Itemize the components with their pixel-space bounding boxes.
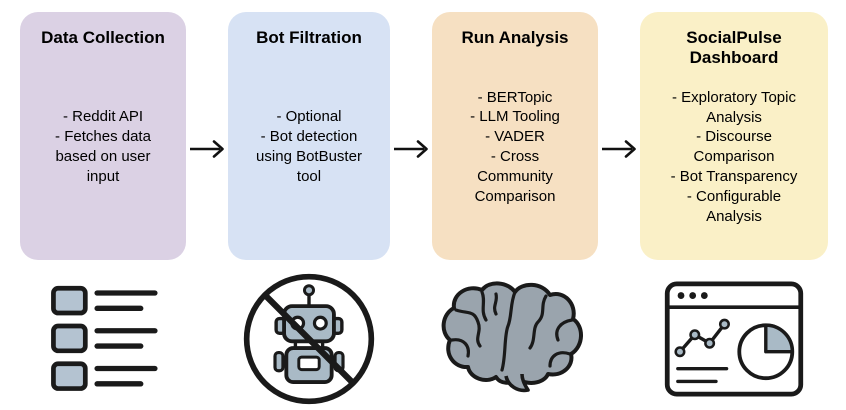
arrow-3	[598, 138, 640, 160]
arrow-right-icon	[601, 138, 637, 160]
data-collection-icon-area	[44, 264, 162, 410]
bot-filtration-title: Bot Filtration	[256, 28, 362, 47]
no-bots-icon	[241, 271, 377, 407]
dashboard-body: - Exploratory Topic Analysis - Discourse…	[670, 88, 798, 225]
data-collection-body: - Reddit API - Fetches data based on use…	[55, 108, 151, 185]
brain-icon	[440, 278, 590, 400]
stage-data-collection: Data Collection - Reddit API - Fetches d…	[20, 12, 186, 410]
stage-run-analysis: Run Analysis - BERTopic - LLM Tooling - …	[432, 12, 598, 410]
data-collection-box: Data Collection - Reddit API - Fetches d…	[20, 12, 186, 260]
run-analysis-body: - BERTopic - LLM Tooling - VADER - Cross…	[470, 88, 560, 205]
data-collection-title: Data Collection	[41, 28, 165, 47]
arrow-2	[390, 138, 432, 160]
arrow-right-icon	[393, 138, 429, 160]
run-analysis-title: Run Analysis	[461, 28, 569, 47]
list-icon	[44, 279, 162, 399]
dashboard-title: SocialPulse Dashboard	[686, 28, 782, 68]
run-analysis-icon-area	[440, 264, 590, 410]
arrow-right-icon	[189, 138, 225, 160]
dashboard-icon-area	[663, 264, 805, 410]
bot-filtration-icon-area	[241, 264, 377, 410]
run-analysis-box: Run Analysis - BERTopic - LLM Tooling - …	[432, 12, 598, 260]
dashboard-box: SocialPulse Dashboard - Exploratory Topi…	[640, 12, 828, 260]
bot-filtration-box: Bot Filtration - Optional - Bot detectio…	[228, 12, 390, 260]
stage-socialpulse-dashboard: SocialPulse Dashboard - Exploratory Topi…	[640, 12, 828, 410]
stage-bot-filtration: Bot Filtration - Optional - Bot detectio…	[228, 12, 390, 410]
arrow-1	[186, 138, 228, 160]
dashboard-icon	[663, 279, 805, 399]
bot-filtration-body: - Optional - Bot detection using BotBust…	[256, 108, 362, 185]
